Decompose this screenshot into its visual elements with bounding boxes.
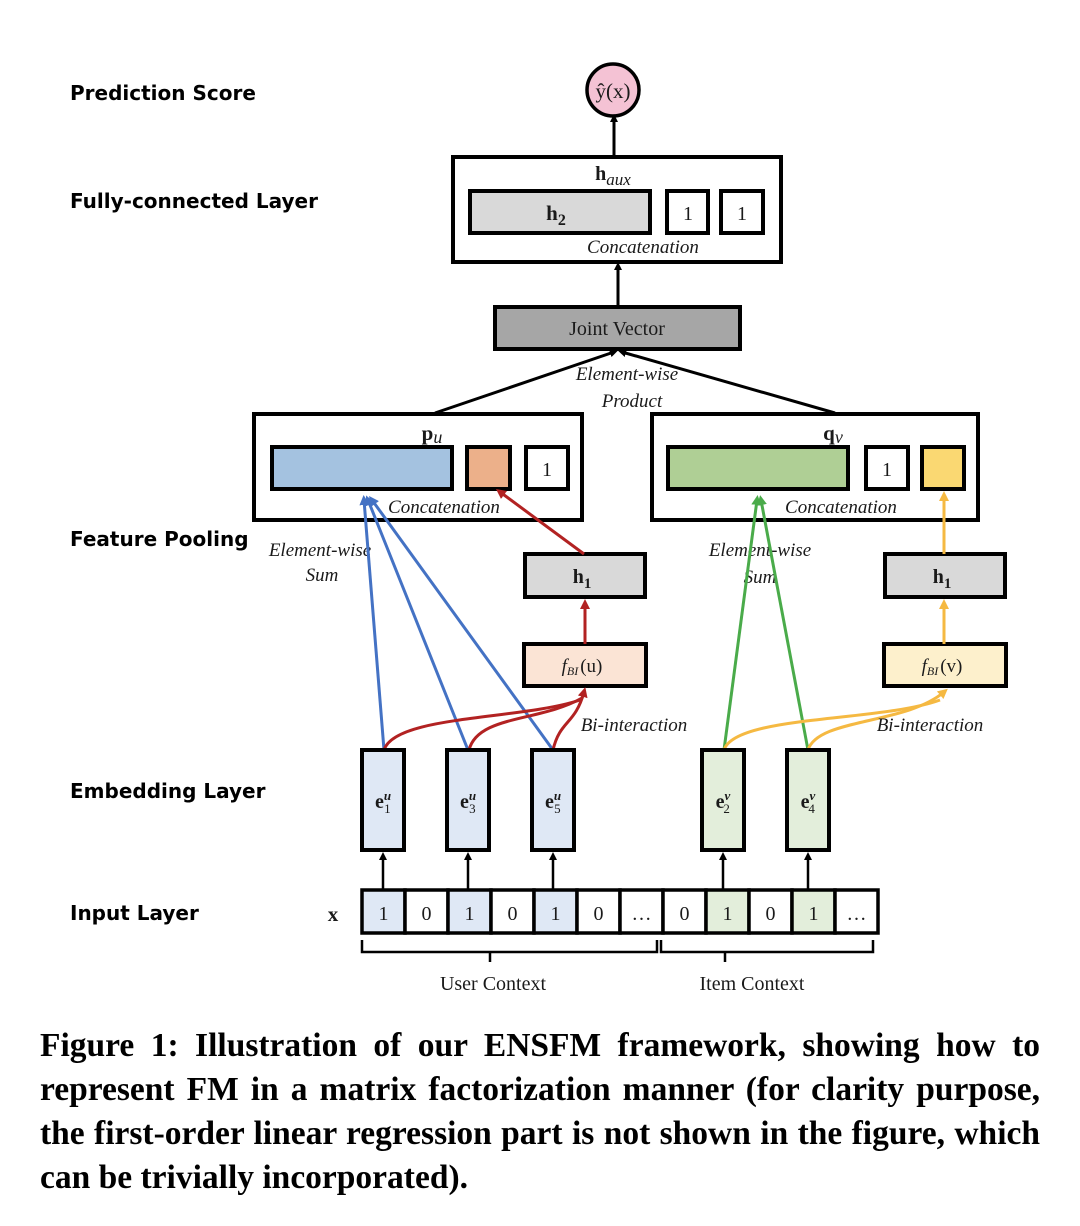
pu-concat-label: Concatenation [388,497,500,518]
input-x-label: x [328,902,339,926]
edge-e1u-sum [359,495,386,751]
label-prediction-score: Prediction Score [70,81,256,105]
user-sum-label-line1: Element-wise [268,540,371,561]
embedding-box [700,748,746,852]
input-cell-value: … [847,903,867,925]
edge-qv-to-joint [618,349,836,415]
haux-title: haux [595,163,631,189]
user-h1-label: h1 [573,566,592,592]
embedding-box [530,748,576,852]
user-context-label: User Context [440,973,547,995]
input-cell-value: 0 [680,903,690,925]
figure-caption: Figure 1: Illustration of our ENSFM fram… [40,1027,1040,1196]
pu-bias-cell [465,445,512,491]
input-cell-value: 1 [379,903,389,925]
haux-one-label-1: 1 [683,203,693,225]
input-cell [790,888,837,935]
output-label: ŷ(x) [596,79,631,103]
joint-vector-label: Joint Vector [569,318,665,340]
input-cell-value: … [632,903,652,925]
item-context-label: Item Context [700,973,805,995]
item-sum-label-line1: Element-wise [708,540,811,561]
joint-vector-block: Joint Vector [493,305,742,351]
haux-block: haux h2 1 1 Concatenation [451,155,783,264]
user-bi-label: Bi-interaction [581,715,688,736]
qv-concat-label: Concatenation [785,497,897,518]
haux-one-label-2: 1 [737,203,747,225]
input-cell [704,888,751,935]
embedding-box [785,748,831,852]
input-cell [618,888,665,935]
edge-e1u-bi [382,698,581,751]
qv-one-label: 1 [882,459,892,481]
edge-e5u-bi [551,687,588,751]
input-cell-value: 0 [508,903,518,925]
input-cell-value: 1 [551,903,561,925]
edge-e4v-bi [806,688,948,751]
qv-block: qv 1 Concatenation [650,412,980,522]
product-label-line1: Element-wise [575,364,678,385]
item-context-brace [659,940,875,962]
user-sum-label-line2: Sum [306,565,339,586]
input-vector: 1 0 1 0 1 0 … 0 1 0 1 … [360,888,880,935]
ensfm-diagram: Prediction Score Fully-connected Layer F… [70,62,1008,995]
edge-user-h1-to-bias [495,489,585,556]
pu-vector [270,445,454,491]
input-cell [661,888,708,935]
item-bi-label: Bi-interaction [877,715,984,736]
embedding-box [445,748,491,852]
qv-vector [666,445,850,491]
pu-one-label: 1 [542,459,552,481]
input-cell [403,888,450,935]
haux-one-cell-1 [665,189,710,235]
qv-title: qv [823,421,843,447]
user-fbi-label: fBI(u) [562,656,603,678]
edge-e3u-sum [365,495,470,751]
qv-one-cell [864,445,910,491]
pu-block: pu 1 Concatenation [252,412,584,522]
input-cell-value: 1 [809,903,819,925]
qv-bias-cell [920,445,966,491]
user-context-brace [360,940,659,962]
edge-e2v-sum [722,495,762,751]
edge-e3u-bi [467,696,583,751]
h2-vector [468,189,652,235]
item-sum-label-line2: Sum [744,567,777,588]
haux-one-cell-2 [719,189,765,235]
h2-label: h2 [546,201,566,229]
edge-e4v-sum [757,495,810,751]
pu-one-cell [524,445,570,491]
user-h1-box [523,552,647,599]
item-fbi-box [882,642,1008,688]
output-node: ŷ(x) [585,62,641,118]
item-h1-label: h1 [933,566,952,592]
input-cell [833,888,880,935]
pu-title: pu [422,421,443,447]
edge-pu-to-joint [434,349,618,415]
label-input-layer: Input Layer [70,901,199,925]
joint-vector-box [493,305,742,351]
input-cell-value: 0 [422,903,432,925]
product-label-line2: Product [601,391,663,412]
input-cell-value: 0 [766,903,776,925]
input-cell-value: 0 [594,903,604,925]
edge-e5u-sum [369,495,555,751]
item-fbi-label: fBI(v) [922,656,963,678]
label-feature-pooling: Feature Pooling [70,527,249,551]
embedding-box [360,748,406,852]
label-embedding-layer: Embedding Layer [70,779,266,803]
label-fully-connected-layer: Fully-connected Layer [70,189,318,213]
input-cell-value: 1 [465,903,475,925]
input-cell-value: 1 [723,903,733,925]
haux-concat-label: Concatenation [587,237,699,258]
